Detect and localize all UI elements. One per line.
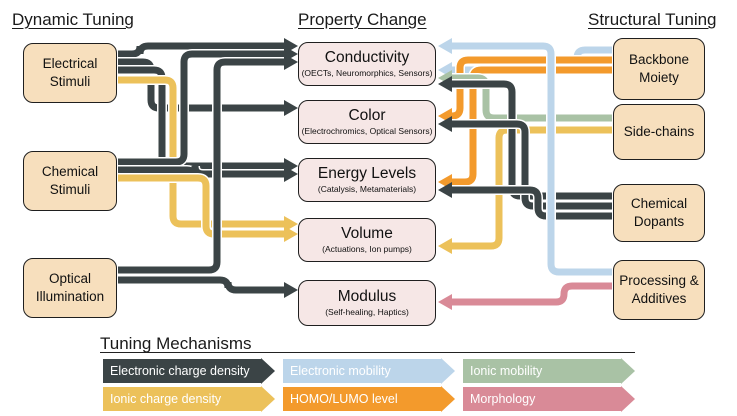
- legend-label: Electronic mobility: [290, 364, 391, 378]
- property-title: Color: [348, 107, 386, 124]
- legend-arrowhead: [261, 358, 275, 384]
- connection-line: [118, 174, 286, 238]
- property-title: Volume: [341, 225, 393, 242]
- connection-arrowhead: [284, 226, 298, 242]
- connection-arrowhead: [284, 282, 298, 298]
- legend-label: Ionic charge density: [110, 392, 222, 406]
- source-label-line1: Side-chains: [623, 124, 695, 139]
- connection-line: [118, 76, 286, 228]
- connection-line: [450, 74, 612, 122]
- property-volume: Volume (Actuations, Ion pumps): [298, 218, 436, 262]
- source-side-chains: Side-chains: [613, 104, 705, 160]
- source-label-line1: Electrical: [42, 56, 98, 71]
- source-label-line2: Additives: [631, 291, 687, 306]
- property-title: Energy Levels: [317, 165, 417, 182]
- connection-arrowhead: [438, 182, 452, 198]
- connection-arrowhead: [284, 166, 298, 182]
- source-label-line1: Processing &: [619, 273, 699, 288]
- header-tuning-mechanisms: Tuning Mechanisms: [100, 334, 252, 353]
- legend-label: HOMO/LUMO level: [290, 392, 398, 406]
- connection-optical-illumination-to-conductivity: [118, 54, 298, 275]
- source-label-line2: Moiety: [639, 70, 679, 85]
- legend-electronic-mobility: Electronic mobility: [283, 358, 455, 384]
- connection-arrowhead: [284, 54, 298, 70]
- legend-label: Ionic mobility: [470, 364, 543, 378]
- connection-arrowhead: [438, 76, 452, 92]
- source-label-line1: Chemical: [41, 164, 99, 179]
- connection-arrowhead: [438, 238, 452, 254]
- property-title: Conductivity: [324, 49, 410, 66]
- property-conductivity: Conductivity (OECTs, Neuromorphics, Sens…: [298, 42, 436, 86]
- connection-line: [118, 42, 286, 58]
- legend-electronic-charge-density: Electronic charge density: [103, 358, 275, 384]
- source-label-line2: Illumination: [35, 289, 105, 304]
- connection-optical-illumination-to-modulus: [118, 275, 298, 298]
- property-title: Modulus: [337, 288, 397, 305]
- connection-processing-additives-to-conductivity: [438, 38, 612, 277]
- legend-divider: [100, 352, 635, 353]
- connection-line: [450, 186, 612, 220]
- property-subtitle: (Catalysis, Metamaterials): [317, 184, 417, 194]
- connection-line: [118, 276, 286, 294]
- legend-arrowhead: [441, 386, 455, 412]
- property-subtitle: (Self-healing, Haptics): [325, 307, 409, 317]
- legend-label: Morphology: [470, 392, 536, 406]
- source-label-line1: Optical: [48, 271, 91, 286]
- source-label-line2: Dopants: [633, 214, 685, 229]
- connection-line: [118, 50, 286, 166]
- legend-label: Electronic charge density: [110, 364, 250, 378]
- property-color: Color (Electrochromics, Optical Sensors): [298, 100, 436, 144]
- source-label-line1: Backbone: [628, 52, 690, 67]
- connection-line: [450, 42, 612, 276]
- header-structural-tuning: Structural Tuning: [588, 10, 717, 29]
- connection-line: [450, 282, 612, 306]
- property-energy-levels: Energy Levels (Catalysis, Metamaterials): [298, 158, 436, 202]
- connection-line: [450, 80, 612, 200]
- legend-ionic-mobility: Ionic mobility: [463, 358, 635, 384]
- connection-arrowhead: [284, 100, 298, 116]
- header-property-change: Property Change: [298, 10, 427, 29]
- header-dynamic-tuning: Dynamic Tuning: [12, 10, 134, 29]
- legend-arrowhead: [261, 386, 275, 412]
- connection-arrowhead: [438, 116, 452, 132]
- connection-chemical-dopants-to-conductivity: [438, 76, 612, 201]
- connection-chemical-stimuli-to-volume: [118, 173, 298, 242]
- property-subtitle: (OECTs, Neuromorphics, Sensors): [301, 68, 433, 78]
- connection-line: [450, 120, 612, 210]
- property-modulus: Modulus (Self-healing, Haptics): [298, 280, 436, 326]
- connection-chemical-dopants-to-energy-levels: [438, 182, 612, 221]
- connection-chemical-dopants-to-color: [438, 116, 612, 211]
- source-label-line2: Stimuli: [49, 74, 91, 89]
- source-label-line2: Stimuli: [49, 182, 91, 197]
- legend-homo-lumo-level: HOMO/LUMO level: [283, 386, 455, 412]
- source-processing-additives: Processing & Additives: [613, 260, 705, 320]
- source-label-line1: Chemical: [630, 196, 688, 211]
- connection-arrowhead: [438, 38, 452, 54]
- legend-arrowhead: [621, 358, 635, 384]
- property-subtitle: (Actuations, Ion pumps): [322, 244, 412, 254]
- legend-arrowhead: [621, 386, 635, 412]
- legend-ionic-charge-density: Ionic charge density: [103, 386, 275, 412]
- legend-morphology: Morphology: [463, 386, 635, 412]
- legend-arrowhead: [441, 358, 455, 384]
- connection-processing-additives-to-modulus: [438, 281, 612, 310]
- property-subtitle: (Electrochromics, Optical Sensors): [301, 126, 433, 136]
- connection-line: [118, 58, 286, 274]
- connection-arrowhead: [438, 294, 452, 310]
